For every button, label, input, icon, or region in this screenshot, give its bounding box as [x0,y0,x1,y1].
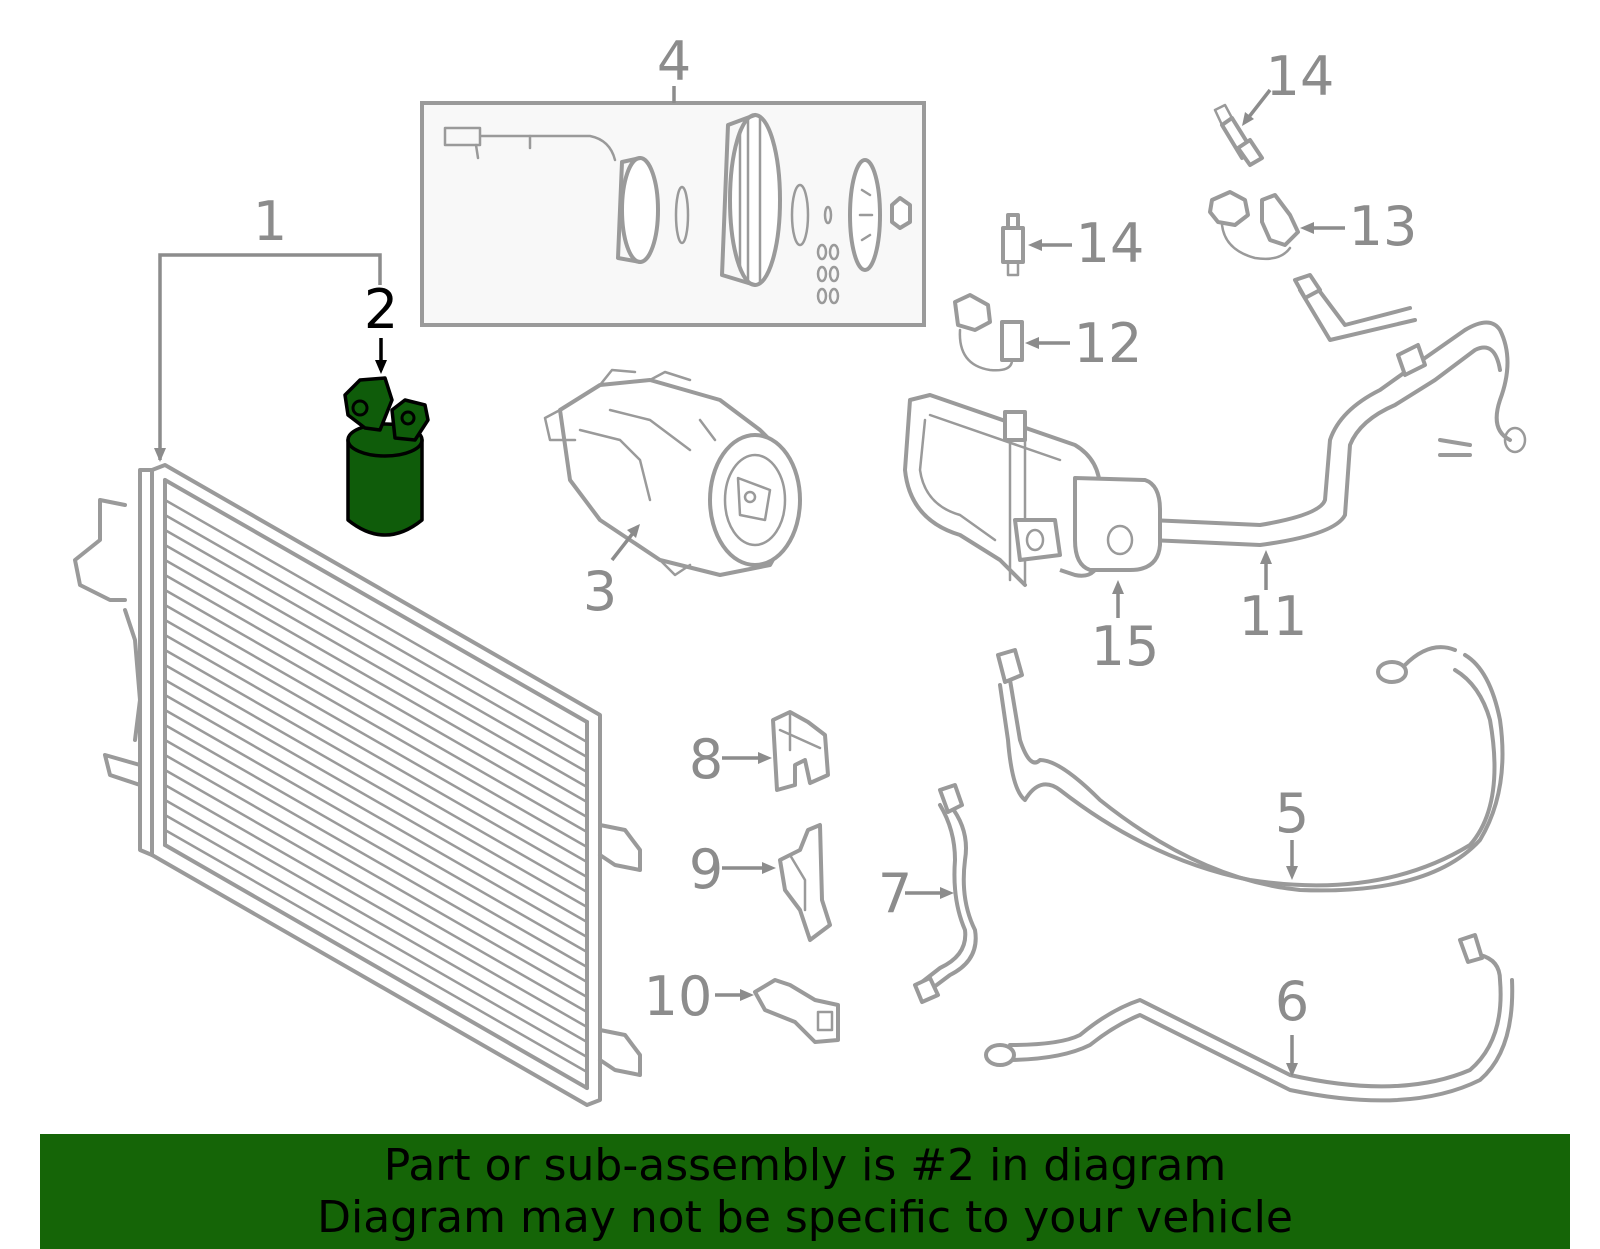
receiver-drier-part-2[interactable] [343,376,430,537]
callout-15: 15 [1091,615,1160,678]
callout-3: 3 [583,560,617,623]
leader-1 [158,253,270,460]
evaporator-part-15[interactable] [903,393,1162,587]
callout-14b: 14 [1076,212,1145,275]
banner-line-1: Part or sub-assembly is #2 in diagram [383,1140,1227,1191]
arrowhead-13 [1300,222,1314,234]
liquid-line-part-11[interactable] [1148,273,1527,547]
valve-part-12[interactable] [953,293,1024,372]
bracket-part-8[interactable] [771,710,830,792]
arrowhead-12 [1025,337,1039,349]
condenser-part-1[interactable] [73,463,642,1107]
hose-part-5[interactable] [996,645,1505,893]
callout-6: 6 [1275,970,1309,1033]
callout-7: 7 [878,862,912,925]
bracket-part-9[interactable] [778,823,832,942]
arrowhead-9 [762,862,776,874]
callout-8: 8 [689,728,723,791]
callout-14a: 14 [1266,45,1335,108]
arrowhead-1 [154,448,166,462]
callout-5: 5 [1275,782,1309,845]
arrowhead-6 [1286,1063,1298,1077]
valve-part-13[interactable] [1208,190,1300,261]
arrowhead-14a [1242,112,1254,126]
callout-10: 10 [644,965,713,1028]
hose-part-6[interactable] [984,933,1515,1103]
arrowhead-10 [740,989,754,1001]
callout-9: 9 [689,838,723,901]
arrowhead-3 [627,524,640,538]
callout-13: 13 [1349,195,1418,258]
callout-12: 12 [1074,312,1143,375]
arrowhead-14b [1028,239,1042,251]
arrowhead-8 [758,752,772,764]
arrowhead-15 [1112,580,1124,594]
callout-1: 1 [253,190,287,253]
sensor-part-7[interactable] [913,783,978,1004]
banner-line-2: Diagram may not be specific to your vehi… [317,1192,1293,1243]
clutch-kit-part-4[interactable] [420,101,926,327]
pressure-switch-part-14-upper[interactable] [1213,103,1264,167]
clip-part-10[interactable] [753,978,840,1044]
arrowhead-7 [940,887,954,899]
arrowhead-5 [1286,866,1298,880]
callout-4: 4 [657,30,691,93]
info-banner: Part or sub-assembly is #2 in diagram Di… [40,1134,1570,1249]
arrowhead-11 [1260,550,1272,564]
leader-1b [270,253,382,285]
pressure-switch-part-14-lower[interactable] [1001,213,1025,277]
arrowhead-2 [375,360,387,374]
callout-11: 11 [1239,585,1308,648]
callout-2: 2 [364,278,398,341]
compressor-part-3[interactable] [543,368,802,577]
